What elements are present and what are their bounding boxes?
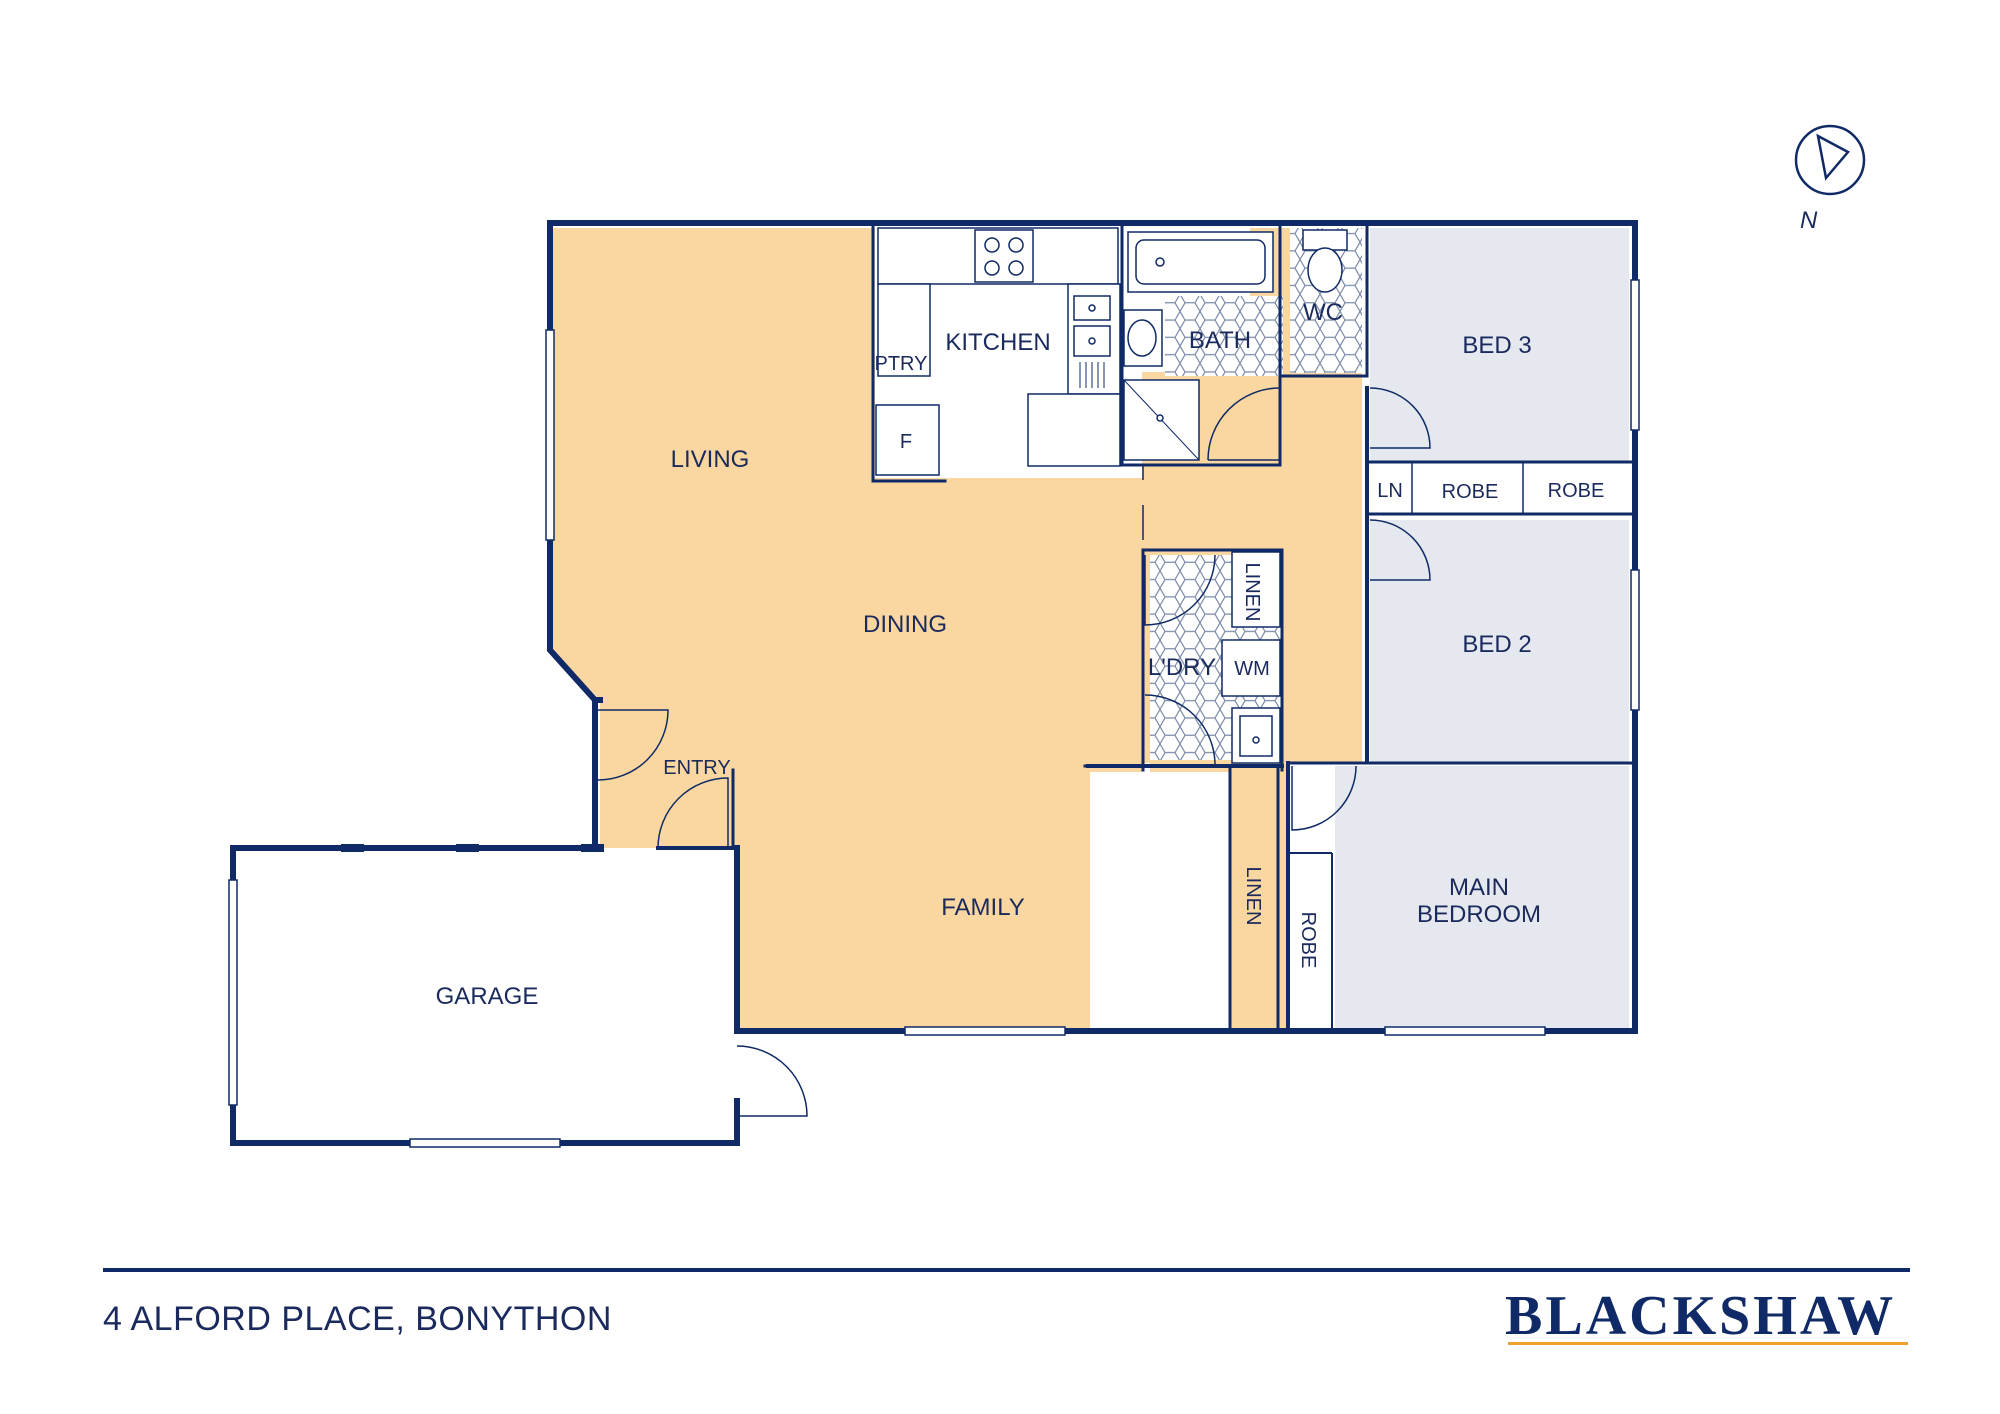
label-bed3: BED 3 <box>1462 332 1531 359</box>
label-robe-bed2: ROBE <box>1548 480 1605 502</box>
label-laundry: L'DRY <box>1148 654 1216 681</box>
label-linen-laundry: LINEN <box>1241 563 1263 622</box>
label-pantry: PTRY <box>875 353 928 375</box>
label-robe-main: ROBE <box>1297 912 1319 969</box>
label-linen-closet-small: LN <box>1377 480 1403 502</box>
label-garage: GARAGE <box>436 983 539 1010</box>
windows <box>228 279 1640 1148</box>
property-address: 4 ALFORD PLACE, BONYTHON <box>103 1300 612 1338</box>
label-living: LIVING <box>671 446 750 473</box>
kitchen-fixtures <box>875 227 1121 476</box>
compass-icon <box>1794 124 1866 196</box>
label-entry: ENTRY <box>663 757 730 779</box>
compass-north-label: N <box>1800 207 1818 234</box>
label-robe-bed3: ROBE <box>1442 481 1499 503</box>
label-main-bedroom-line2: BEDROOM <box>1417 901 1541 928</box>
label-linen-hall: LINEN <box>1242 867 1264 926</box>
internal-walls <box>731 224 1634 1030</box>
toilet-cistern <box>1302 229 1348 251</box>
label-bath: BATH <box>1189 327 1251 354</box>
bedroom-fills <box>1335 228 1629 1028</box>
brand-logo: BLACKSHAW <box>1505 1285 1897 1347</box>
fridge-space <box>875 404 940 476</box>
label-wc: WC <box>1303 299 1343 326</box>
label-main-bedroom-line1: MAIN <box>1449 874 1509 901</box>
label-bed2: BED 2 <box>1462 631 1531 658</box>
laundry-fixtures <box>1221 551 1281 764</box>
north-compass: N <box>1794 124 1866 234</box>
label-family: FAMILY <box>941 894 1025 921</box>
doors <box>597 387 1431 1117</box>
footer-divider <box>103 1268 1910 1272</box>
bathroom-fixtures <box>1123 229 1348 461</box>
label-washing-machine: WM <box>1234 658 1270 680</box>
cooktop <box>974 229 1034 283</box>
brand-logo-underline <box>1508 1342 1908 1345</box>
label-kitchen: KITCHEN <box>945 329 1050 356</box>
label-dining: DINING <box>863 611 947 638</box>
room-labels: LIVING KITCHEN PTRY F BATH WC BED 3 LN R… <box>436 299 1605 1010</box>
label-fridge: F <box>900 431 912 453</box>
